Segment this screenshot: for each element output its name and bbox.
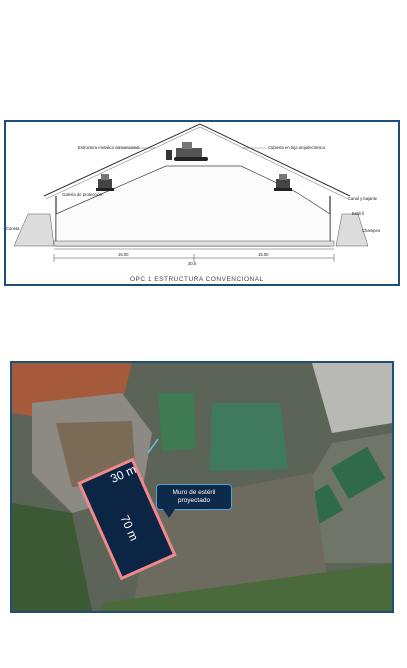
loader-right-icon xyxy=(274,174,292,191)
callout-muro: Muro de estéril proyectado xyxy=(156,484,232,518)
loader-left-icon xyxy=(96,174,114,191)
bulldozer-icon xyxy=(166,142,208,161)
stockpile xyxy=(55,165,331,247)
cross-section-panel: Estructura metalica convencional Cubiert… xyxy=(4,120,400,286)
drawing-title: OPC 1 ESTRUCTURA CONVENCIONAL xyxy=(130,276,264,283)
aerial-photo xyxy=(12,363,392,611)
right-berm xyxy=(335,213,369,247)
floor-slab xyxy=(53,240,335,247)
dim-total: 30.0 xyxy=(188,261,197,266)
projected-wall-area xyxy=(77,457,177,581)
aerial-photo-panel: 30 m 70 m xyxy=(10,361,394,613)
label-esteril: Estéril xyxy=(352,211,364,216)
label-champeo: Champeo xyxy=(362,228,381,233)
label-estructura: Estructura metalica convencional xyxy=(78,145,140,150)
label-cuneta: Cuneta xyxy=(6,226,20,231)
cross-section-drawing: Estructura metalica convencional Cubiert… xyxy=(6,123,381,283)
dim-left: 15.00 xyxy=(118,252,129,257)
roof-line xyxy=(43,123,351,197)
label-cubierta: Cubierta en teja arquitectónica xyxy=(268,145,325,150)
label-galeria: Galería de protección xyxy=(62,192,103,197)
label-canal: Canal y bajante xyxy=(348,196,378,201)
left-berm xyxy=(13,213,55,247)
dim-right: 15.00 xyxy=(258,252,269,257)
